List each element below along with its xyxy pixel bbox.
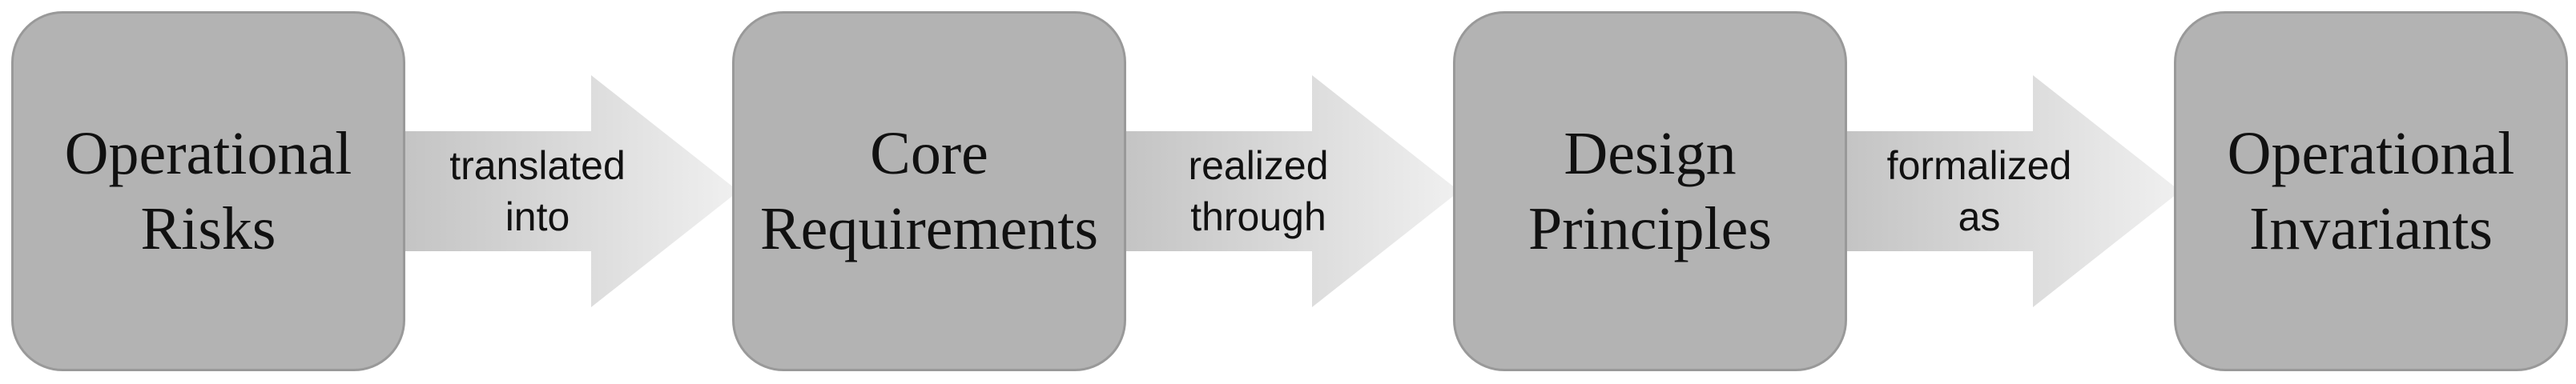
arrow-translated-into: translated into	[405, 75, 739, 307]
arrow-label-line2: as	[1958, 194, 2001, 239]
node-label-line2: Requirements	[759, 195, 1099, 262]
node-label-line2: Invariants	[2249, 195, 2493, 262]
arrow-label-line1: formalized	[1886, 143, 2072, 188]
arrow-label-line2: through	[1190, 194, 1326, 239]
node-label-line2: Risks	[140, 195, 276, 262]
node-operational-risks: Operational Risks	[11, 11, 405, 371]
node-label-line1: Design	[1564, 120, 1737, 187]
arrow-label-line1: realized	[1188, 143, 1329, 188]
arrow-label-line1: translated	[449, 143, 626, 188]
node-label-line1: Operational	[2227, 120, 2515, 187]
arrow-realized-through: realized through	[1126, 75, 1459, 307]
arrow-label: translated into	[405, 75, 670, 307]
node-operational-invariants: Operational Invariants	[2174, 11, 2568, 371]
node-label-line1: Operational	[64, 120, 352, 187]
node-label-line1: Core	[870, 120, 988, 187]
arrow-formalized-as: formalized as	[1847, 75, 2180, 307]
arrow-label: realized through	[1126, 75, 1391, 307]
node-core-requirements: Core Requirements	[732, 11, 1126, 371]
arrow-label: formalized as	[1847, 75, 2111, 307]
arrow-right-icon	[405, 75, 739, 307]
node-label-line2: Principles	[1528, 195, 1772, 262]
arrow-right-icon	[1126, 75, 1459, 307]
arrow-label-line2: into	[505, 194, 570, 239]
arrow-right-icon	[1847, 75, 2180, 307]
node-design-principles: Design Principles	[1453, 11, 1847, 371]
